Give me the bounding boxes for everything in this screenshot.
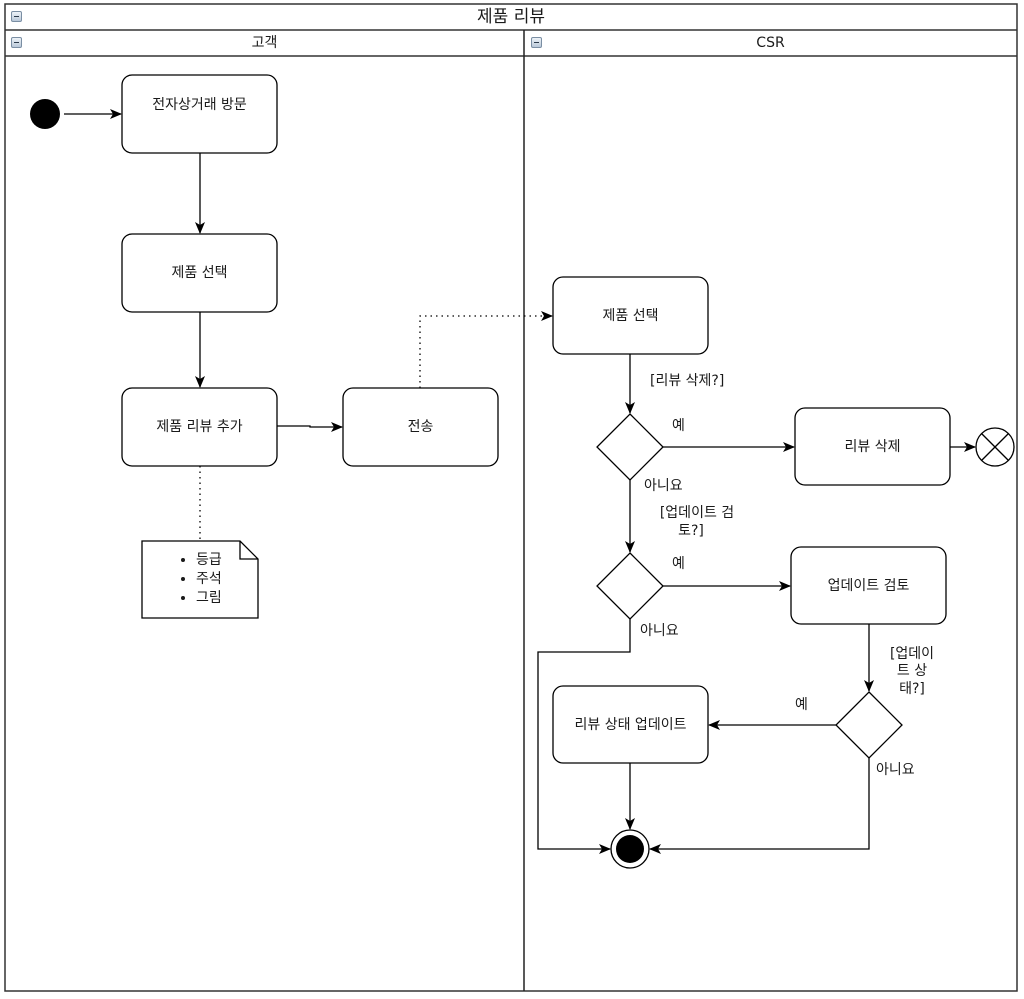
label-review-update: 업데이트 검토	[827, 577, 910, 594]
pool-title: 제품 리뷰	[477, 7, 545, 27]
label-update-review-no: 아니요	[640, 623, 679, 639]
flow-final-node[interactable]	[975, 427, 1015, 467]
guard-update-status-line1: [업데이	[889, 646, 935, 662]
edge-add-submit	[277, 422, 343, 432]
flow-final-cross-b	[981, 433, 1009, 461]
note-shape[interactable]	[141, 540, 259, 619]
label-select-product-csr: 제품 선택	[602, 307, 659, 324]
note-item: 그림	[196, 589, 222, 608]
note-item: 등급	[196, 551, 222, 570]
activity-final-inner	[616, 835, 644, 863]
pool-border	[4, 3, 1018, 992]
label-update-status-yes: 예	[795, 697, 808, 713]
lane-csr-collapse-button[interactable]	[531, 37, 542, 48]
label-update-review-yes: 예	[672, 556, 685, 572]
activity-final-node[interactable]	[610, 829, 650, 869]
label-visit: 전자상거래 방문	[152, 97, 247, 113]
pool-collapse-button[interactable]	[11, 11, 22, 22]
pool-frame	[4, 3, 1018, 992]
lane-title-csr: CSR	[756, 35, 785, 51]
guard-update-status-line2: 트 상	[896, 663, 928, 679]
label-delete-no: 아니요	[644, 478, 683, 494]
edge-update-review-no	[537, 619, 631, 854]
guard-update-review-line1: [업데이트 검	[659, 505, 735, 521]
guard-delete: [리뷰 삭제?]	[650, 373, 725, 389]
label-delete-yes: 예	[672, 418, 685, 434]
edge-update-status-no	[649, 758, 870, 854]
guard-update-status-line3: 태?]	[899, 681, 925, 697]
edge-submit-csr-select	[419, 311, 553, 388]
label-update-status: 리뷰 상태 업데이트	[574, 716, 687, 733]
note-fold	[239, 541, 258, 560]
label-delete-review: 리뷰 삭제	[844, 438, 901, 455]
label-add-review: 제품 리뷰 추가	[156, 419, 243, 435]
label-submit: 전송	[407, 419, 434, 435]
lane-customer-collapse-button[interactable]	[11, 37, 22, 48]
guard-update-review-line2: 토?]	[678, 523, 704, 539]
label-select-product-customer: 제품 선택	[171, 265, 228, 281]
lane-title-customer: 고객	[251, 35, 278, 51]
initial-node[interactable]	[30, 99, 60, 129]
note-list: 등급 주석 그림	[176, 551, 222, 608]
label-update-status-no: 아니요	[876, 762, 915, 778]
note-item: 주석	[196, 570, 222, 589]
